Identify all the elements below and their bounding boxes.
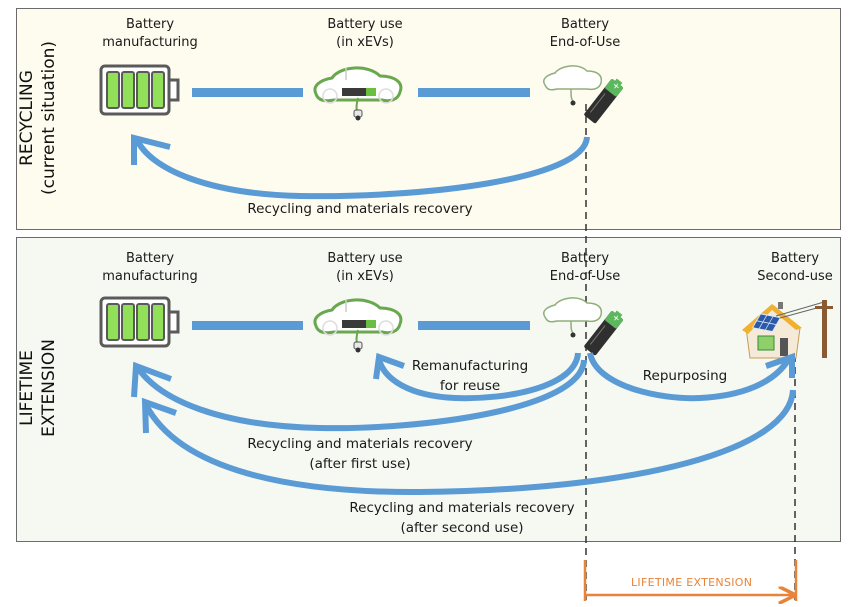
- lifetime-extension-label: LIFETIME EXTENSION: [631, 576, 753, 589]
- lifetime-extension-bracket: [583, 560, 798, 601]
- stage-label-line: Battery: [560, 251, 610, 266]
- stage-label-end-of-use: Battery End-of-Use: [535, 16, 635, 52]
- flow-label-line: (after first use): [309, 456, 411, 472]
- connector-bar: [418, 321, 530, 330]
- battery-full-icon: [99, 296, 180, 348]
- stage-label-line: End-of-Use: [549, 35, 621, 50]
- remanufacturing-arrow: [373, 352, 581, 402]
- flow-label-line: Recycling and materials recovery: [247, 201, 473, 217]
- flow-label-line: Repurposing: [642, 368, 728, 384]
- connector-bar: [192, 321, 303, 330]
- connector-bar: [418, 88, 530, 97]
- flow-label-recycling-first: Recycling and materials recovery (after …: [230, 434, 490, 474]
- removed-battery-icon: [542, 297, 627, 357]
- stage-label-end-of-use: Battery End-of-Use: [535, 250, 635, 286]
- stage-label-line: manufacturing: [102, 269, 198, 284]
- stage-label-line: manufacturing: [102, 35, 198, 50]
- stage-label-use: Battery use (in xEVs): [315, 250, 415, 286]
- stage-label-use: Battery use (in xEVs): [315, 16, 415, 52]
- flow-label-repurposing: Repurposing: [630, 366, 740, 386]
- flow-label-recycling: Recycling and materials recovery: [230, 199, 490, 219]
- electric-car-icon: [313, 66, 403, 122]
- repurposing-arrow: [587, 352, 795, 402]
- battery-full-icon: [99, 64, 180, 116]
- connector-bar: [192, 88, 303, 97]
- stage-label-manufacturing: Battery manufacturing: [95, 250, 205, 286]
- stage-label-second-use: Battery Second-use: [750, 250, 840, 286]
- solar-house-icon: [741, 299, 834, 359]
- flow-label-recycling-second: Recycling and materials recovery (after …: [332, 498, 592, 538]
- flow-label-line: Recycling and materials recovery: [349, 500, 575, 516]
- recycling-second-arrow: [141, 389, 796, 496]
- stage-label-line: Second-use: [757, 269, 833, 284]
- stage-label-line: (in xEVs): [336, 269, 394, 284]
- stage-label-line: Battery: [125, 251, 175, 266]
- stage-label-line: Battery: [560, 17, 610, 32]
- flow-label-line: (after second use): [400, 520, 524, 536]
- electric-car-icon: [313, 298, 403, 354]
- stage-label-manufacturing: Battery manufacturing: [95, 16, 205, 52]
- stage-label-line: Battery use: [327, 251, 403, 266]
- stage-label-line: (in xEVs): [336, 35, 394, 50]
- stage-label-line: Battery: [125, 17, 175, 32]
- flow-label-line: Remanufacturing: [411, 358, 529, 374]
- removed-battery-icon: [542, 65, 627, 125]
- flow-label-line: for reuse: [439, 378, 501, 394]
- recycling-first-arrow: [131, 359, 587, 432]
- stage-label-line: Battery use: [327, 17, 403, 32]
- stage-label-line: End-of-Use: [549, 269, 621, 284]
- flow-label-line: Recycling and materials recovery: [247, 436, 473, 452]
- recycling-arrow: [131, 134, 590, 200]
- flow-label-remanufacturing: Remanufacturing for reuse: [405, 356, 535, 396]
- stage-label-line: Battery: [770, 251, 820, 266]
